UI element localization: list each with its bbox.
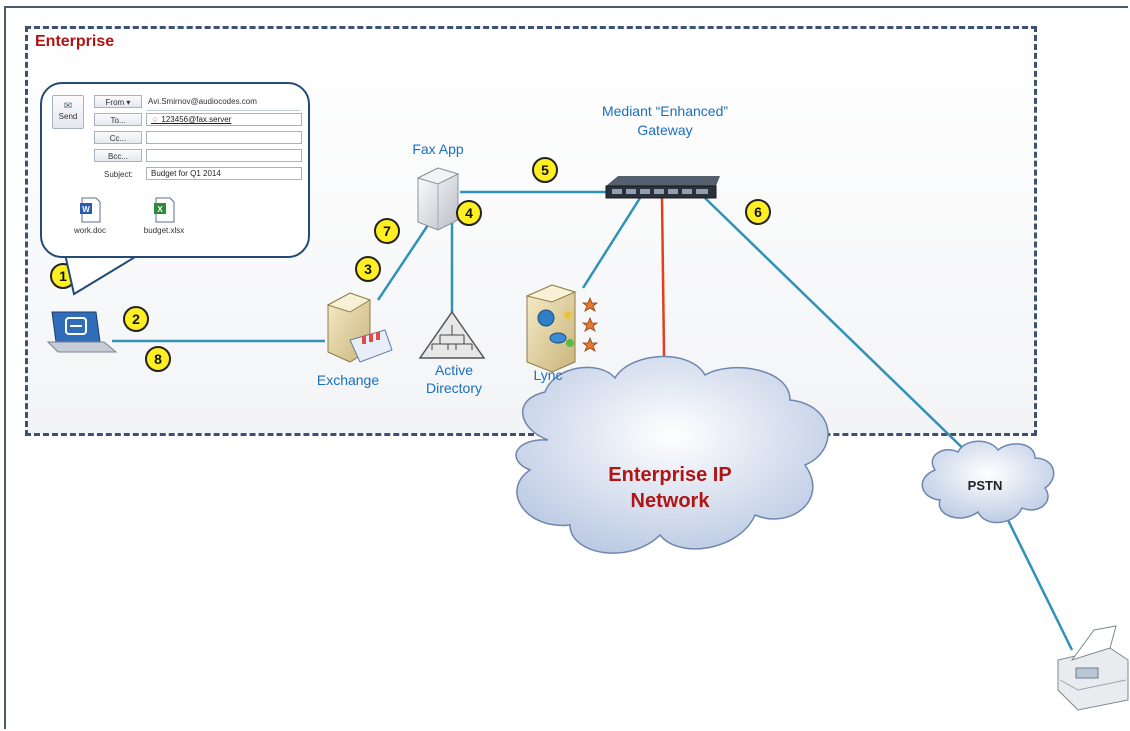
bcc-button[interactable]: Bcc... bbox=[94, 149, 142, 162]
exchange-label: Exchange bbox=[316, 372, 380, 388]
from-button[interactable]: From ▾ bbox=[94, 95, 142, 108]
lync-server-icon[interactable] bbox=[525, 284, 599, 373]
attachment-name: budget.xlsx bbox=[143, 226, 185, 235]
subject-value: Budget for Q1 2014 bbox=[151, 169, 221, 178]
gateway-label-line1: Mediant “Enhanced” bbox=[601, 103, 729, 119]
step-marker-3: 3 bbox=[355, 256, 381, 282]
send-label: Send bbox=[58, 112, 78, 121]
email-compose-bubble: ✉ Send From ▾ Avi.Smirnov@audiocodes.com… bbox=[40, 82, 310, 258]
fax-app-label: Fax App bbox=[412, 141, 464, 157]
link-gateway-lync bbox=[581, 197, 642, 289]
step-marker-2: 2 bbox=[123, 306, 149, 332]
link-pstn-fax bbox=[1006, 519, 1074, 651]
attachment-name: work.doc bbox=[73, 226, 106, 235]
step-marker-6: 6 bbox=[745, 199, 771, 225]
laptop-icon[interactable] bbox=[46, 311, 118, 353]
from-value: Avi.Smirnov@audiocodes.com bbox=[148, 97, 257, 106]
link-exchange-faxapp bbox=[376, 221, 432, 301]
step-marker-5: 5 bbox=[532, 157, 558, 183]
attachment-budget-xlsx[interactable]: X budget.xlsx bbox=[134, 194, 194, 244]
from-underline bbox=[146, 110, 300, 111]
to-value: 123456@fax.server bbox=[161, 115, 232, 124]
step-marker-7: 7 bbox=[374, 218, 400, 244]
fax-app-server-icon[interactable] bbox=[416, 167, 460, 231]
step-marker-8: 8 bbox=[145, 346, 171, 372]
envelope-icon: ✉ bbox=[63, 101, 73, 112]
to-field[interactable]: ☺ 123456@fax.server bbox=[146, 113, 302, 126]
enterprise-ip-label-line1: Enterprise IP bbox=[608, 464, 732, 486]
enterprise-ip-network-cloud[interactable] bbox=[515, 355, 829, 554]
link-gateway-pstn bbox=[704, 197, 979, 464]
send-button[interactable]: ✉ Send bbox=[52, 95, 84, 129]
lync-label: Lync bbox=[533, 367, 563, 383]
enterprise-ip-label-line2: Network bbox=[630, 490, 710, 512]
word-document-icon: W bbox=[80, 197, 101, 223]
active-directory-label-line2: Directory bbox=[425, 380, 482, 396]
fax-machine-icon[interactable] bbox=[1057, 625, 1129, 711]
diagram-frame bbox=[4, 6, 1128, 729]
active-directory-icon[interactable] bbox=[418, 310, 486, 359]
subject-field[interactable]: Budget for Q1 2014 bbox=[146, 167, 302, 180]
subject-label: Subject: bbox=[104, 170, 133, 179]
svg-text:X: X bbox=[157, 205, 163, 214]
cc-field[interactable] bbox=[146, 131, 302, 144]
links bbox=[112, 190, 1074, 651]
contact-icon: ☺ bbox=[151, 115, 160, 124]
bcc-field[interactable] bbox=[146, 149, 302, 162]
active-directory-label-line1: Active bbox=[434, 362, 474, 378]
attachment-work-doc[interactable]: W work.doc bbox=[60, 194, 120, 244]
star-icons bbox=[581, 296, 599, 352]
pstn-label: PSTN bbox=[967, 478, 1003, 493]
mediant-gateway-icon[interactable] bbox=[605, 176, 720, 199]
pstn-cloud[interactable] bbox=[921, 440, 1055, 524]
to-button[interactable]: To... bbox=[94, 113, 142, 126]
step-marker-4: 4 bbox=[456, 200, 482, 226]
enterprise-label: Enterprise bbox=[35, 33, 115, 50]
gateway-label-line2: Gateway bbox=[637, 122, 693, 138]
cc-button[interactable]: Cc... bbox=[94, 131, 142, 144]
exchange-server-icon[interactable] bbox=[326, 292, 393, 363]
bubble-tail bbox=[64, 254, 141, 296]
svg-text:W: W bbox=[82, 205, 90, 214]
excel-document-icon: X bbox=[154, 197, 175, 223]
